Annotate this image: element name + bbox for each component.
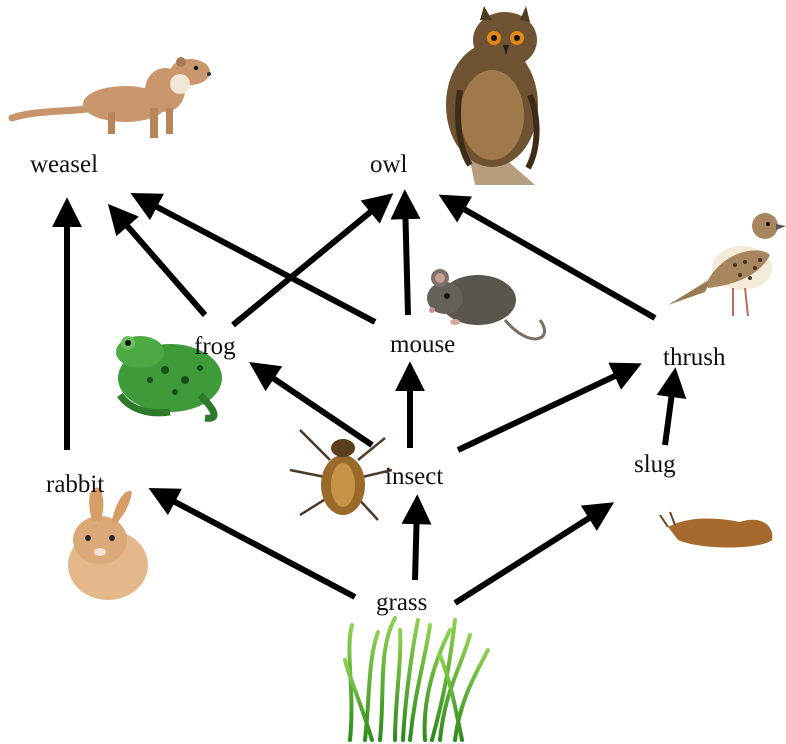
owl-icon (446, 6, 538, 185)
label-thrush: thrush (663, 345, 726, 370)
arrow-grass-to-rabbit (158, 493, 355, 597)
mouse-icon (427, 269, 545, 339)
label-rabbit: rabbit (46, 472, 104, 497)
arrow-insect-to-frog (258, 368, 372, 445)
grass-icon (345, 618, 488, 740)
label-grass: grass (376, 590, 427, 615)
arrow-insect-to-thrush (458, 368, 632, 450)
label-slug: slug (634, 452, 676, 477)
arrow-frog-to-owl (233, 200, 385, 325)
label-owl: owl (370, 152, 408, 177)
weasel-icon (12, 57, 211, 138)
rabbit-icon (68, 487, 148, 600)
label-insect: insect (385, 464, 443, 489)
thrush-icon (668, 213, 786, 316)
arrow-grass-to-insect (415, 505, 417, 580)
arrow-mouse-to-owl (405, 200, 408, 315)
arrow-slug-to-thrush (665, 378, 674, 445)
label-mouse: mouse (390, 332, 455, 357)
label-frog: frog (194, 334, 236, 359)
label-weasel: weasel (30, 152, 98, 177)
slug-icon (660, 512, 772, 548)
insect-icon (290, 430, 392, 520)
arrow-grass-to-slug (455, 508, 605, 603)
